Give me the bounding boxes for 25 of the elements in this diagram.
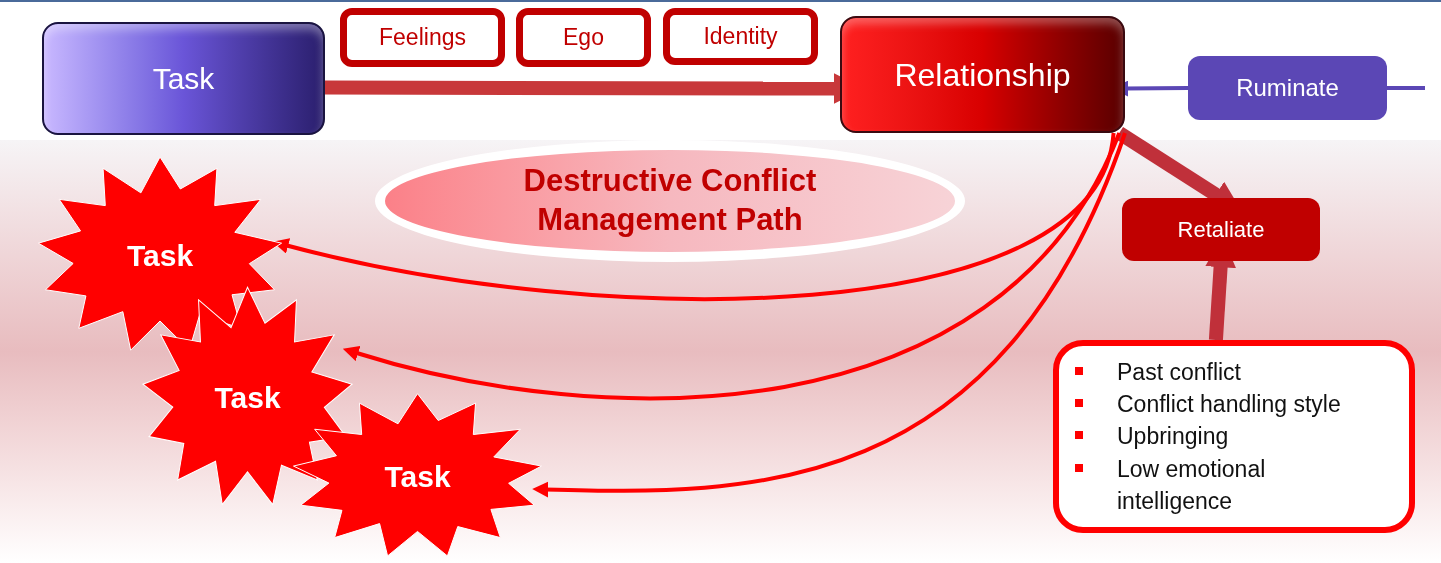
outlined-box — [516, 8, 651, 67]
node-label: Destructive Conflict Management Path — [522, 162, 818, 239]
list-item: Conflict handling style — [1117, 390, 1342, 420]
node-label: Ego — [563, 23, 604, 53]
relationship-box — [840, 16, 1125, 133]
node-label: Retaliate — [1177, 216, 1265, 244]
node-label: Feelings — [379, 23, 466, 53]
node-label: Ruminate — [1236, 73, 1339, 103]
node-label: Identity — [703, 22, 778, 52]
node-label: Task — [384, 458, 451, 495]
node-label: Relationship — [894, 55, 1071, 95]
process-box — [1188, 56, 1387, 120]
task-box — [42, 22, 325, 135]
outlined-box — [663, 8, 818, 65]
arrow — [342, 132, 1122, 401]
node-label: Task — [152, 61, 215, 97]
bullet-list-box — [1053, 340, 1415, 533]
arrow — [532, 132, 1127, 498]
node-label: Task — [126, 237, 194, 274]
list-item: Past conflict — [1117, 358, 1242, 388]
node-label: Task — [214, 380, 281, 416]
process-box — [1122, 198, 1320, 261]
outlined-box — [340, 8, 505, 67]
list-item: Upbringing — [1117, 422, 1230, 452]
list-item: Low emotional intelligence — [1117, 454, 1267, 516]
